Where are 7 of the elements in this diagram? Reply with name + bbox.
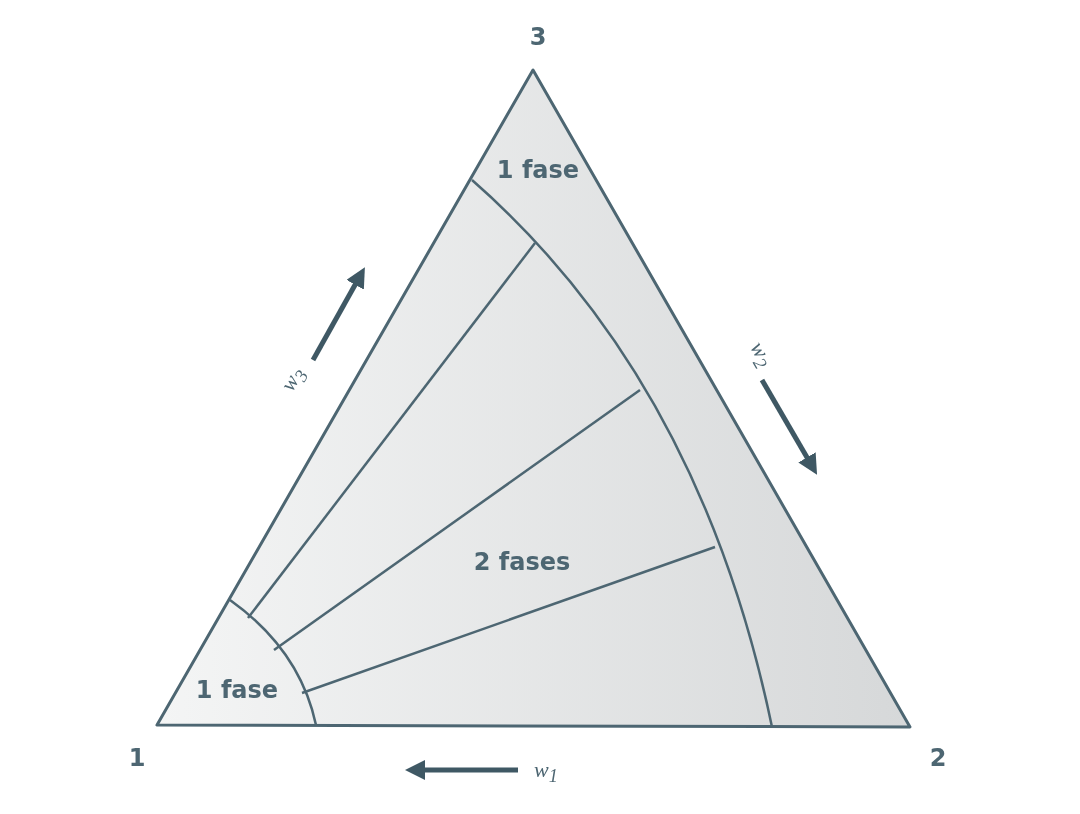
vertex-label: 3 [529, 23, 547, 51]
phase-region-label: 2 fases [473, 548, 571, 576]
axis-label: w$_{1}$ [534, 756, 558, 788]
phase-region-label: 1 fase [496, 156, 580, 184]
vertex-label: 1 [128, 744, 146, 772]
phase-region-label: 1 fase [195, 676, 279, 704]
vertex-label: 2 [929, 744, 947, 772]
